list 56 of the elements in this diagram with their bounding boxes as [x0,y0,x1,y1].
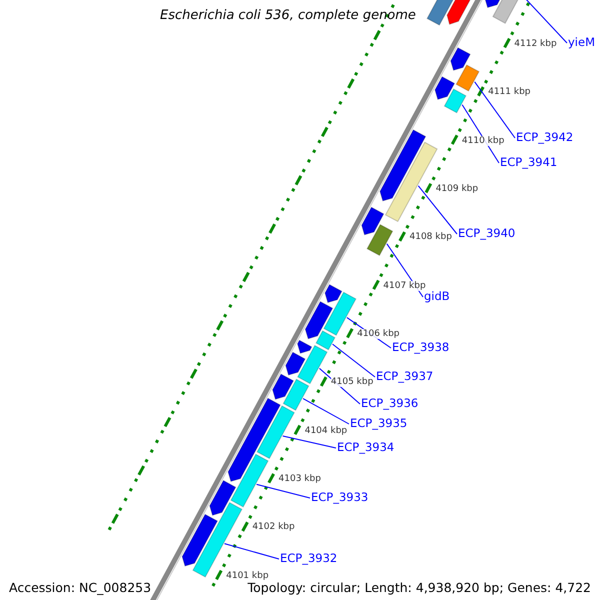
gene-bar [315,330,336,350]
gene-arrow-bar [324,284,342,304]
scale-label: 4103 kbp [278,474,321,484]
scale-label: 4111 kbp [488,87,530,98]
gene-arrow-bar [228,398,281,482]
scale-label: 4109 kbp [436,184,478,194]
gene-arrow-bar [209,480,236,516]
footer-text: Accession: NC_008253 [9,580,152,595]
gene-name: yieM [568,35,595,49]
leader-line [282,436,336,448]
gene-arrow-bar [285,352,306,376]
leader-line [418,185,458,234]
gene-arrow-bar [434,76,456,100]
gene-bar [323,292,357,336]
gene-arrow-bar [272,373,294,400]
leader-line [224,543,280,560]
gene-arrow-bar [361,206,384,236]
gene-name: ECP_3933 [311,490,368,504]
scale-label: 4101 kbp [226,570,269,581]
gene-arrow-bar [379,129,426,202]
gene-arrow-bar [182,514,218,567]
leader-line [256,484,310,498]
gene-arrow-bar [450,47,471,71]
gene-name: ECP_3937 [376,369,434,383]
scale-label: 4105 kbp [330,377,374,388]
gene-name: ECP_3932 [280,551,338,565]
gene-name: gidB [424,289,450,303]
leader-line [302,398,350,424]
gene-bar [230,454,269,508]
gene-name: ECP_3938 [392,340,450,354]
gene-bar [297,344,328,384]
gene-bar [366,224,394,256]
gene-bar [444,88,467,114]
gene-name: ECP_3940 [458,226,516,240]
scale-label: 4110 kbp [462,136,504,146]
gene-bar [384,142,438,222]
gene-arrow-bar [296,340,312,354]
scale-label: 4112 kbp [514,38,557,49]
scale-label: 4106 kbp [357,329,400,340]
gene-bar [282,378,310,411]
scale-label: 4107 kbp [383,280,426,291]
scale-label: 4104 kbp [304,426,348,436]
gene-bar [256,405,295,460]
leader-line [474,81,516,138]
scale-label: 4102 kbp [252,522,295,532]
footer-text: Topology: circular; Length: 4,938,920 bp; Genes: 4,722 [248,580,591,595]
gene-name: ECP_3936 [361,396,418,410]
title: Escherichia coli 536, complete genome [160,8,416,23]
gene-arrow-bar [304,300,334,340]
gene-name: ECP_3941 [500,155,558,169]
gene-name: ECP_3942 [516,130,574,144]
scale-label: 4108 kbp [410,232,452,242]
gene-bar [456,64,480,92]
gene-name: ECP_3934 [337,440,394,454]
gene-name: ECP_3935 [350,416,408,430]
leader-line [332,344,376,378]
